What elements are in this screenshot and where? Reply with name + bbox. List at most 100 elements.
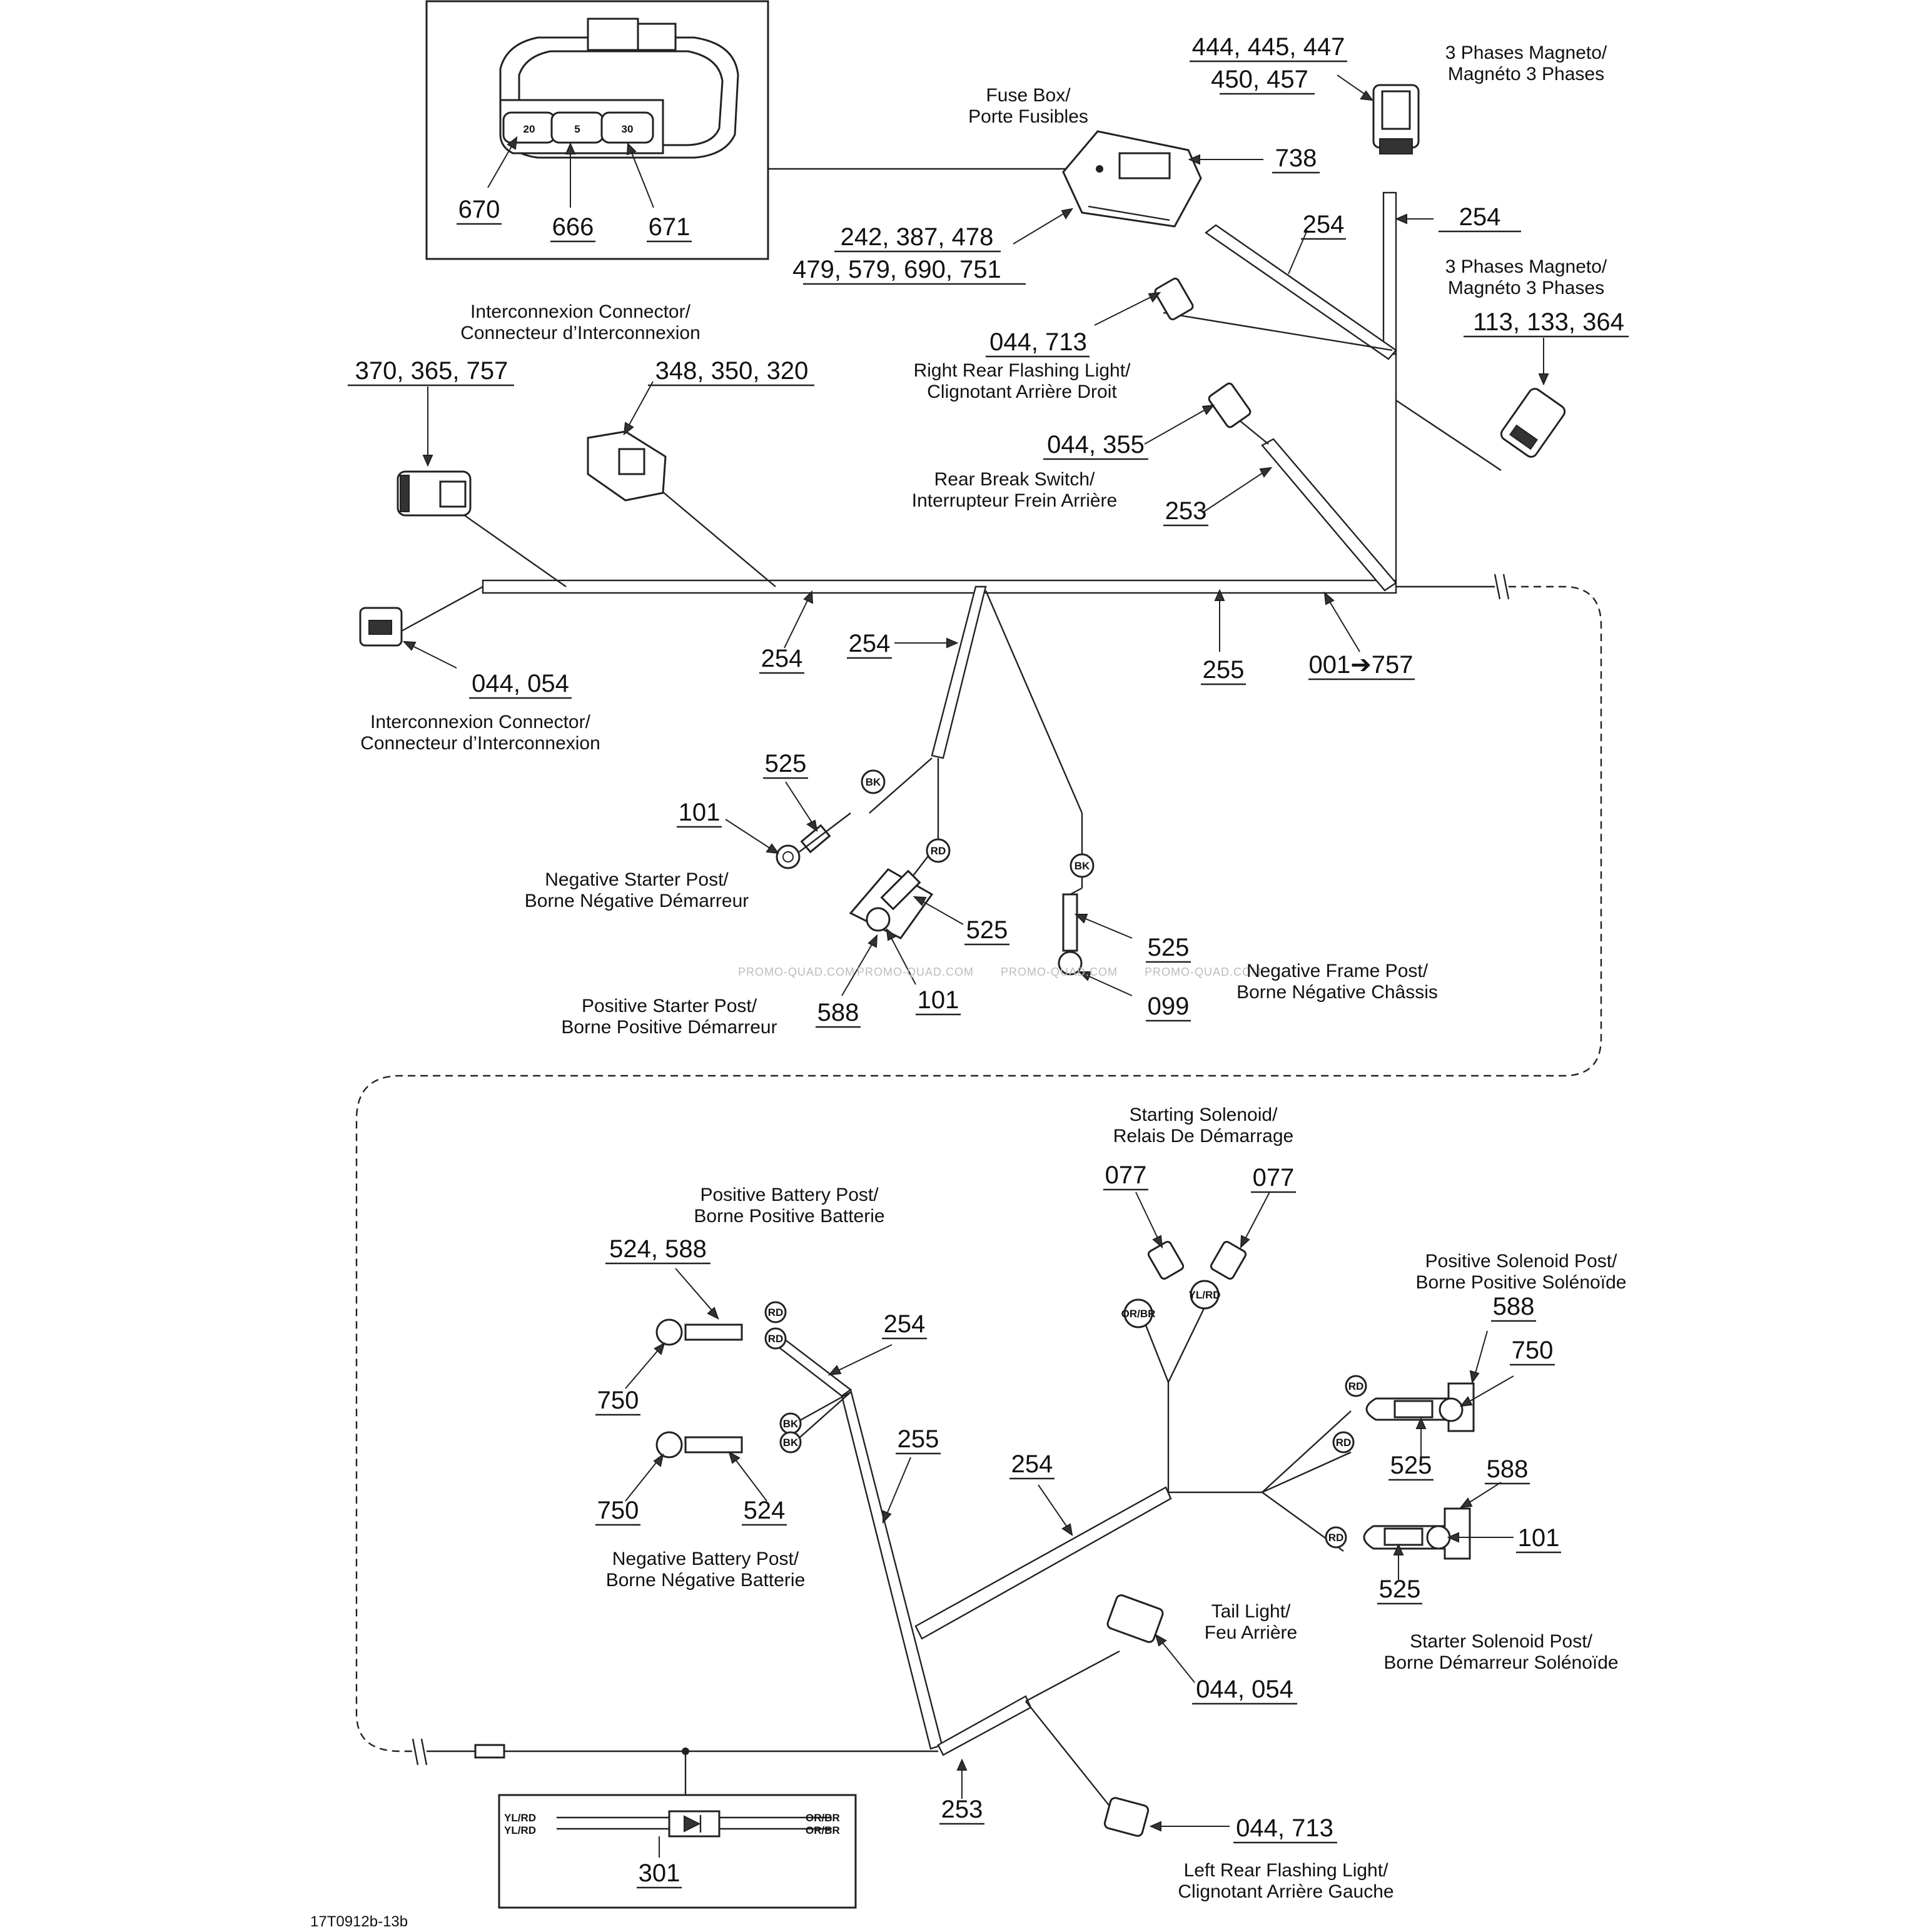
left-rear-flasher-connector xyxy=(1103,1797,1150,1837)
fuse-rating-5: 5 xyxy=(574,123,580,135)
desc-interconnexion-bottom-2: Connecteur d’Interconnexion xyxy=(360,733,600,754)
watermark-2: PROMO-QUAD.COM xyxy=(857,966,974,978)
wire-color-tags-upper: BK RD BK xyxy=(861,769,1095,878)
wire-color-bk: BK xyxy=(1075,860,1090,872)
part-number-001-757: 001➔757 xyxy=(1309,651,1414,679)
part-number-524-588: 524, 588 xyxy=(609,1235,707,1263)
magneto-connector-b xyxy=(1500,388,1566,458)
part-number-253-top: 253 xyxy=(1165,497,1207,525)
part-number-rrf: 044, 713 xyxy=(989,328,1087,356)
interconnexion-connector-c xyxy=(359,607,403,647)
part-number-ic-c: 044, 054 xyxy=(472,670,569,697)
part-number-101-a: 101 xyxy=(679,799,721,826)
part-number-588-b: 588 xyxy=(1493,1293,1535,1320)
leader-lines-top xyxy=(402,74,1549,996)
part-number-524: 524 xyxy=(744,1497,786,1524)
part-number-525-b: 525 xyxy=(966,916,1008,944)
negative-frame-terminal xyxy=(1058,887,1083,976)
desc-magneto-b-1: 3 Phases Magneto/ xyxy=(1445,256,1607,277)
desc-starter-solenoid-2: Borne Démarreur Solénoïde xyxy=(1383,1652,1618,1673)
desc-neg-starter-2: Borne Négative Démarreur xyxy=(525,891,749,911)
part-number-750-b: 750 xyxy=(597,1497,639,1524)
part-number-fuse-1: 242, 387, 478 xyxy=(841,223,994,251)
part-number-mag-a-2: 450, 457 xyxy=(1211,66,1308,93)
wire-color-tags-lower: RD RD BK BK OR/BR YL/RD RD RD RD xyxy=(764,1280,1367,1549)
desc-right-rear-flash-2: Clignotant Arrière Droit xyxy=(927,382,1117,402)
desc-starting-solenoid-1: Starting Solenoid/ xyxy=(1130,1105,1278,1125)
desc-magneto-a-2: Magnéto 3 Phases xyxy=(1448,64,1604,84)
wire-color-rd: RD xyxy=(768,1307,784,1318)
interconnexion-connector-a xyxy=(397,470,472,517)
part-number-750-c: 750 xyxy=(1512,1337,1554,1364)
part-number-588-c: 588 xyxy=(1487,1455,1529,1483)
wire-color-bk: BK xyxy=(783,1418,799,1430)
negative-battery-terminal xyxy=(655,1431,743,1459)
desc-left-rear-flash-1: Left Rear Flashing Light/ xyxy=(1184,1860,1389,1881)
desc-neg-starter-1: Negative Starter Post/ xyxy=(545,869,729,890)
desc-pos-starter-1: Positive Starter Post/ xyxy=(582,996,757,1016)
magneto-connector-a xyxy=(1372,84,1420,154)
desc-interconnexion-bottom-1: Interconnexion Connector/ xyxy=(370,712,591,732)
part-number-mag-b: 113, 133, 364 xyxy=(1473,308,1624,336)
desc-rear-brake-2: Interrupteur Frein Arrière xyxy=(912,490,1117,511)
fuse-box-connector xyxy=(1062,130,1202,228)
part-number-077-a: 077 xyxy=(1105,1161,1147,1189)
wire-color-rd: RD xyxy=(1328,1532,1344,1544)
harness-continuation-dashes xyxy=(355,585,1602,1752)
part-number-ic-b: 348, 350, 320 xyxy=(655,357,809,385)
positive-solenoid-terminal xyxy=(1365,1382,1475,1432)
desc-magneto-a-1: 3 Phases Magneto/ xyxy=(1445,43,1607,63)
right-rear-flasher-connector xyxy=(1154,277,1194,321)
part-number-101-c: 101 xyxy=(1518,1524,1560,1552)
negative-starter-terminal xyxy=(776,812,851,869)
watermark-1: PROMO-QUAD.COM xyxy=(738,966,855,978)
desc-pos-battery-2: Borne Positive Batterie xyxy=(694,1206,884,1226)
tail-light-connector xyxy=(1106,1594,1164,1643)
part-number-525-e: 525 xyxy=(1379,1575,1421,1603)
part-number-750-a: 750 xyxy=(597,1387,639,1414)
desc-neg-frame-2: Borne Négative Châssis xyxy=(1237,982,1438,1003)
part-number-301: 301 xyxy=(639,1859,680,1887)
desc-left-rear-flash-2: Clignotant Arrière Gauche xyxy=(1178,1881,1393,1902)
desc-tail-light-2: Feu Arrière xyxy=(1205,1622,1297,1643)
desc-magneto-b-2: Magnéto 3 Phases xyxy=(1448,278,1604,298)
part-number-ic-a: 370, 365, 757 xyxy=(355,357,508,385)
wire-color-rd: RD xyxy=(931,845,946,857)
leader-lines-bottom xyxy=(625,1191,1514,1832)
rear-brake-connector xyxy=(1208,382,1252,428)
desc-starter-solenoid-1: Starter Solenoid Post/ xyxy=(1410,1631,1592,1652)
desc-fuse-box-1: Fuse Box/ xyxy=(986,85,1071,106)
part-number-077-b: 077 xyxy=(1253,1164,1295,1191)
part-number-tail-light: 044, 054 xyxy=(1196,1676,1293,1703)
wire-color-rd: RD xyxy=(1336,1437,1352,1449)
positive-starter-terminal xyxy=(849,842,939,939)
part-number-588-a: 588 xyxy=(817,999,859,1026)
part-number-670: 670 xyxy=(458,196,500,223)
fuse-rating-20: 20 xyxy=(523,123,535,135)
desc-pos-starter-2: Borne Positive Démarreur xyxy=(561,1017,777,1038)
diode-label-left-2: YL/RD xyxy=(504,1824,536,1836)
watermarks: PROMO-QUAD.COM PROMO-QUAD.COM PROMO-QUAD… xyxy=(738,966,1261,978)
wire-color-bk: BK xyxy=(866,776,881,788)
desc-fuse-box-2: Porte Fusibles xyxy=(968,106,1088,127)
part-numbers: 444, 445, 447 450, 457 738 254 254 242, … xyxy=(348,33,1629,1889)
diode-label-right-2: OR/BR xyxy=(806,1824,840,1836)
part-number-666: 666 xyxy=(552,213,594,241)
part-number-738: 738 xyxy=(1275,144,1317,172)
interconnexion-connector-b xyxy=(587,430,667,502)
part-number-254-bat: 254 xyxy=(884,1310,926,1338)
part-number-525-c: 525 xyxy=(1148,934,1190,961)
part-number-rbs: 044, 355 xyxy=(1047,431,1145,458)
desc-pos-battery-1: Positive Battery Post/ xyxy=(700,1185,879,1205)
desc-starting-solenoid-2: Relais De Démarrage xyxy=(1113,1126,1293,1146)
component-descriptions: 3 Phases Magneto/ Magnéto 3 Phases Fuse … xyxy=(360,43,1626,1902)
diode-inset: YL/RD YL/RD OR/BR OR/BR xyxy=(498,1794,857,1909)
drawing-code: 17T0912b-13b xyxy=(310,1913,408,1930)
desc-right-rear-flash-1: Right Rear Flashing Light/ xyxy=(914,360,1131,381)
watermark-3: PROMO-QUAD.COM xyxy=(1001,966,1118,978)
part-number-253-bot: 253 xyxy=(941,1796,983,1823)
part-number-254-bot: 254 xyxy=(1011,1450,1053,1478)
desc-tail-light-1: Tail Light/ xyxy=(1211,1601,1291,1622)
part-number-525-a: 525 xyxy=(765,750,807,777)
starting-solenoid-connectors xyxy=(1147,1241,1247,1280)
